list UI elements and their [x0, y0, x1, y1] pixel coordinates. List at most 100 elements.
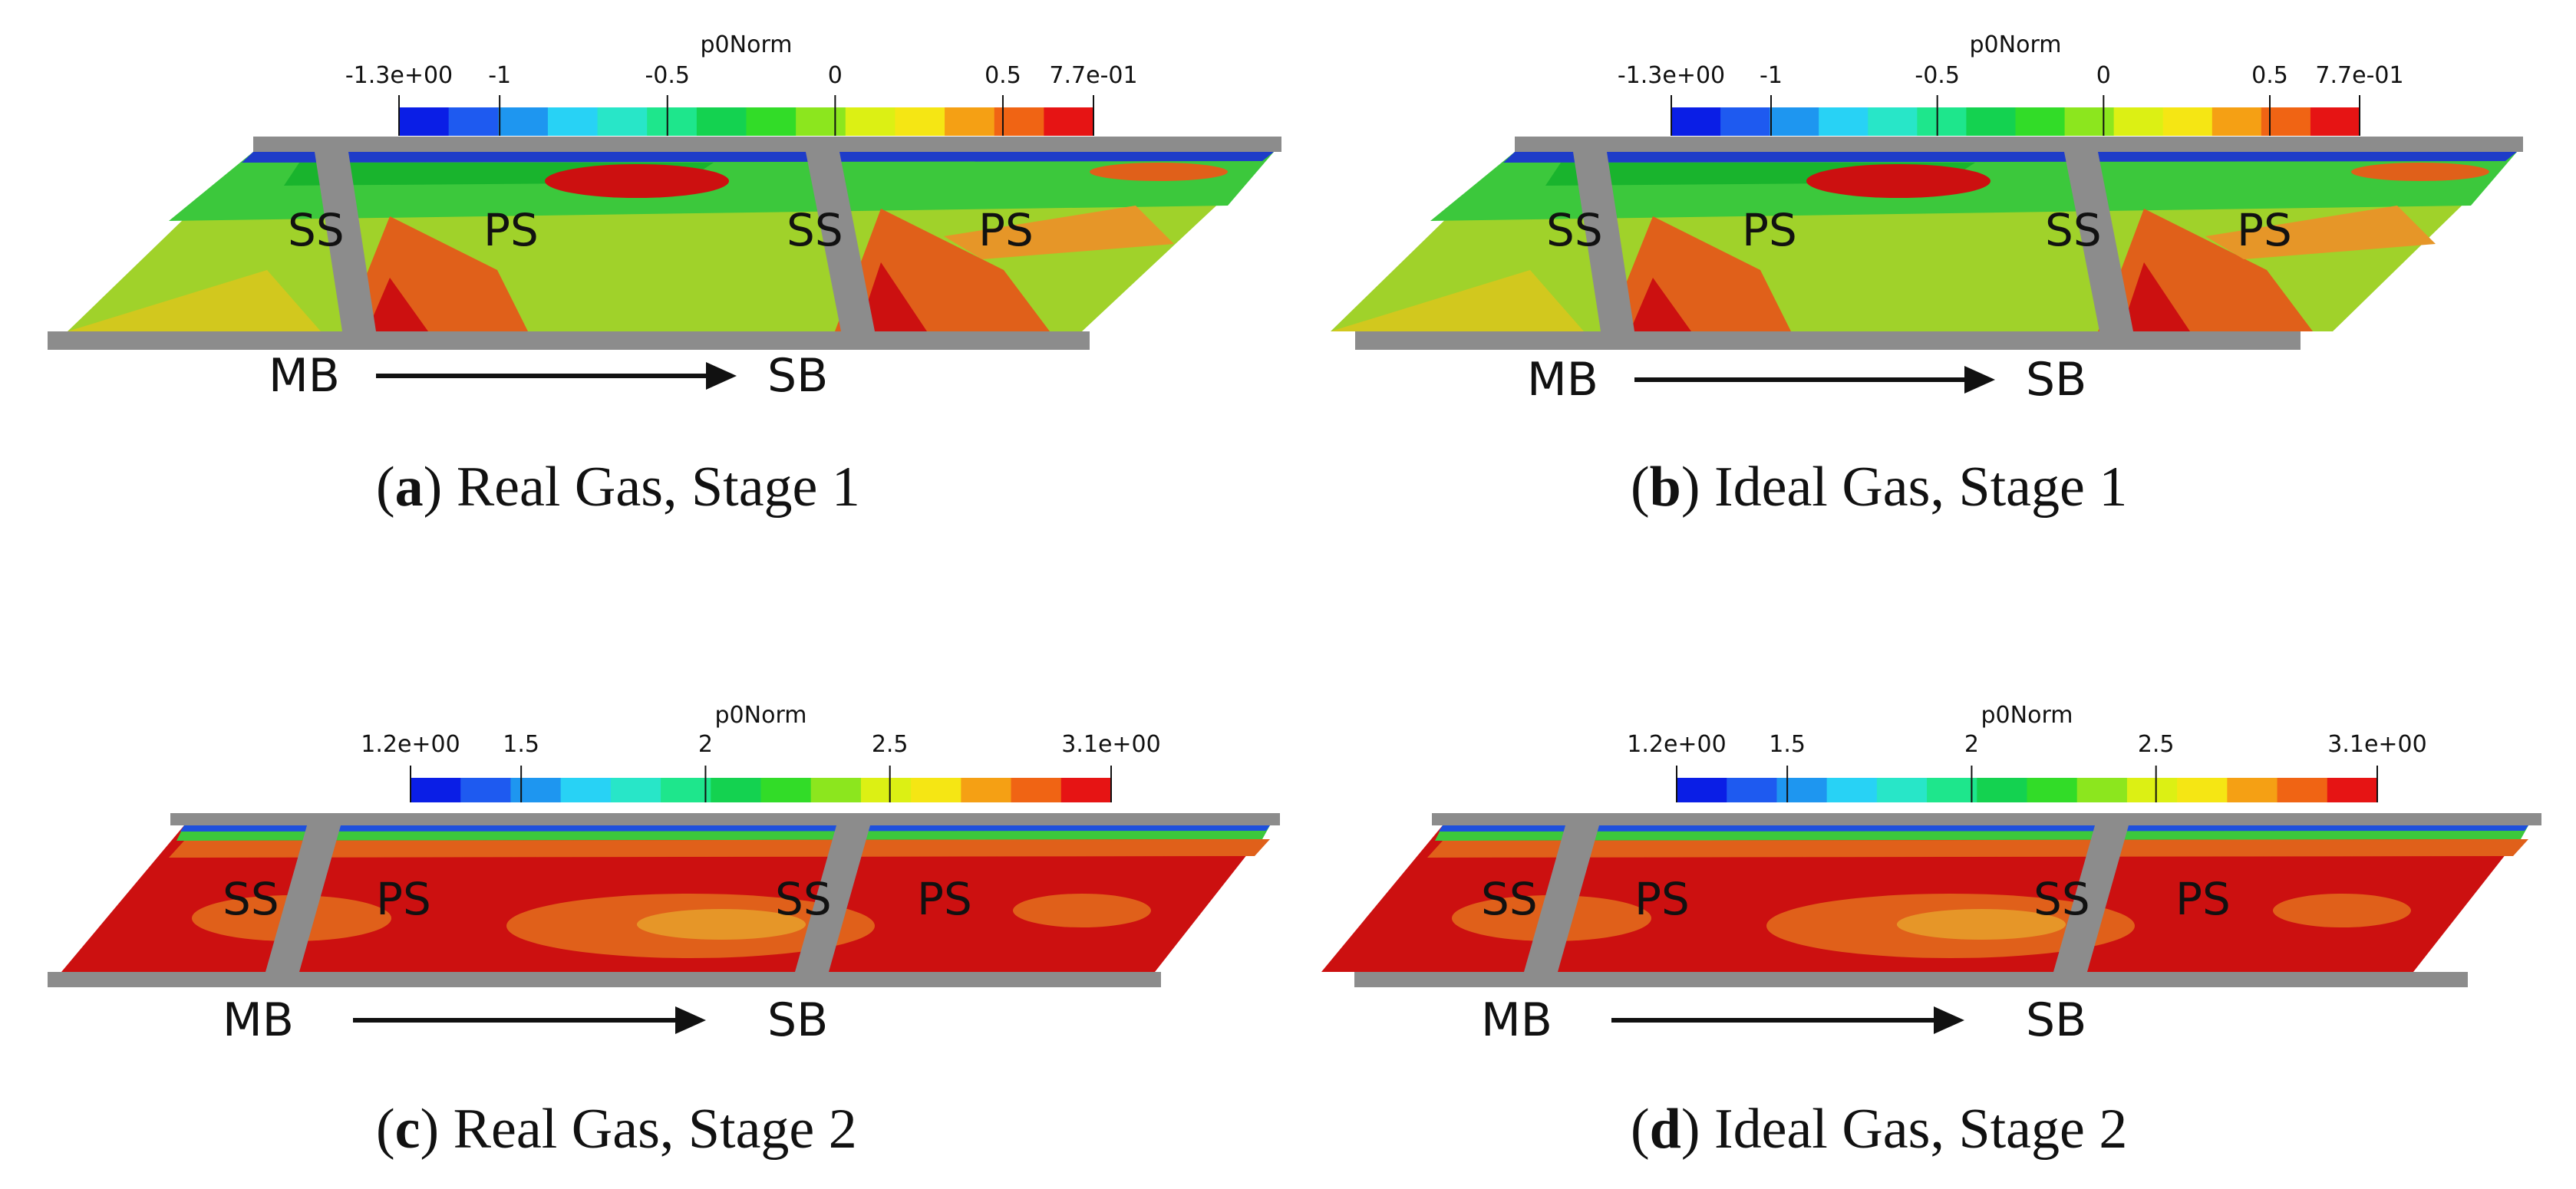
- label-mb: MB: [269, 349, 340, 403]
- colorbar-swatch: [2015, 107, 2066, 136]
- field-band: [2205, 206, 2436, 259]
- colorbar-swatch: [2310, 107, 2360, 136]
- label-mb: MB: [223, 993, 294, 1047]
- colorbar-swatch: [1727, 778, 1778, 802]
- colorbar-max-label: 7.7e-01: [2315, 62, 2403, 89]
- colorbar-swatch: [1044, 107, 1094, 136]
- colorbar-tick-label: -0.5: [1915, 62, 1960, 89]
- colorbar-tick-label: 2.5: [2138, 731, 2175, 758]
- colorbar-swatch: [597, 107, 648, 136]
- colorbar-swatch: [961, 778, 1012, 802]
- blade-2: [2053, 825, 2129, 972]
- colorbar-swatch: [895, 107, 945, 136]
- colorbar-swatch: [911, 778, 961, 802]
- blade-1: [1573, 152, 1634, 331]
- colorbar-min-label: -1.3e+00: [1618, 62, 1725, 89]
- field-band: [637, 909, 806, 940]
- colorbar-title: p0Norm: [1970, 31, 2062, 58]
- colorbar-swatch: [945, 107, 995, 136]
- colorbar-swatch: [2064, 107, 2115, 136]
- label-ps-1: PS: [1742, 204, 1797, 256]
- field-band: [68, 270, 321, 331]
- colorbar-swatch: [1677, 778, 1727, 802]
- field-band: [545, 164, 729, 198]
- label-sb: SB: [767, 993, 828, 1047]
- colorbar-swatch: [860, 778, 912, 802]
- field-band: [2121, 262, 2190, 331]
- colorbar-swatch: [1776, 778, 1828, 802]
- colorbar-tick-label: 0: [2096, 62, 2111, 89]
- colorbar-swatch: [2277, 778, 2328, 802]
- colorbar-swatch: [845, 107, 896, 136]
- field-band: [169, 839, 1270, 858]
- colorbar-swatch: [2212, 107, 2262, 136]
- colorbar-swatch: [1011, 778, 1062, 802]
- caption-b: (b) Ideal Gas, Stage 1: [1631, 456, 2128, 519]
- casing-top: [253, 137, 1281, 152]
- colorbar-swatch: [1917, 107, 1967, 136]
- blade-1: [266, 825, 341, 972]
- flow-field: [1321, 825, 2528, 972]
- casing-top: [1515, 137, 2523, 152]
- colorbar-max-label: 3.1e+00: [1061, 731, 1160, 758]
- colorbar-swatch: [460, 778, 512, 802]
- flow-field: [1331, 152, 2517, 331]
- colorbar-min-label: 1.2e+00: [1627, 731, 1726, 758]
- label-ps-1: PS: [376, 873, 431, 925]
- colorbar-swatch: [1826, 778, 1878, 802]
- label-sb: SB: [2026, 993, 2086, 1047]
- label-mb: MB: [1481, 993, 1552, 1047]
- colorbar-swatch: [2162, 107, 2213, 136]
- colorbar-title: p0Norm: [715, 702, 807, 729]
- colorbar-swatch: [1720, 107, 1770, 136]
- field-band: [367, 278, 428, 331]
- label-ss-2: SS: [787, 204, 843, 256]
- colorbar-tick-label: -0.5: [645, 62, 690, 89]
- caption-c: (c) Real Gas, Stage 2: [376, 1098, 857, 1161]
- label-ss-1: SS: [1481, 873, 1538, 925]
- blade-2: [806, 152, 875, 331]
- colorbar-swatch: [547, 107, 599, 136]
- colorbar-max-label: 7.7e-01: [1049, 62, 1137, 89]
- colorbar-tick-label: 0: [828, 62, 843, 89]
- colorbar-swatch: [2261, 107, 2311, 136]
- colorbar-swatch: [1966, 107, 2017, 136]
- colorbar-min-label: 1.2e+00: [361, 731, 460, 758]
- colorbar-swatch: [2076, 778, 2128, 802]
- colorbar-tick-label: 0.5: [985, 62, 1021, 89]
- blade-2: [795, 825, 870, 972]
- flow-arrowhead: [1964, 366, 1995, 394]
- colorbar-swatch: [796, 107, 846, 136]
- blade-1: [1524, 825, 1599, 972]
- label-ps-2: PS: [978, 204, 1034, 256]
- colorbar-max-label: 3.1e+00: [2327, 731, 2426, 758]
- colorbar-swatch: [510, 778, 562, 802]
- field-band: [1331, 270, 1584, 331]
- colorbar-swatch: [810, 778, 862, 802]
- field-band: [1503, 152, 2517, 163]
- casing-bottom: [48, 331, 1090, 350]
- colorbar-swatch: [746, 107, 797, 136]
- colorbar-swatch: [2113, 107, 2164, 136]
- colorbar-swatch: [661, 778, 711, 802]
- colorbar-swatch: [1868, 107, 1918, 136]
- label-mb: MB: [1527, 353, 1598, 407]
- colorbar-tick-label: 2: [1964, 731, 1979, 758]
- colorbar-title: p0Norm: [701, 31, 793, 58]
- field-band: [1013, 894, 1151, 927]
- label-ss-2: SS: [775, 873, 832, 925]
- flow-arrowhead: [675, 1006, 706, 1034]
- casing-bottom: [48, 972, 1161, 987]
- colorbar-swatch: [696, 107, 747, 136]
- colorbar-swatch: [994, 107, 1044, 136]
- colorbar-swatch: [411, 778, 461, 802]
- colorbar-swatch: [1671, 107, 1721, 136]
- colorbar-swatch: [1819, 107, 1869, 136]
- blade-1: [315, 152, 376, 331]
- label-ps-1: PS: [1634, 873, 1690, 925]
